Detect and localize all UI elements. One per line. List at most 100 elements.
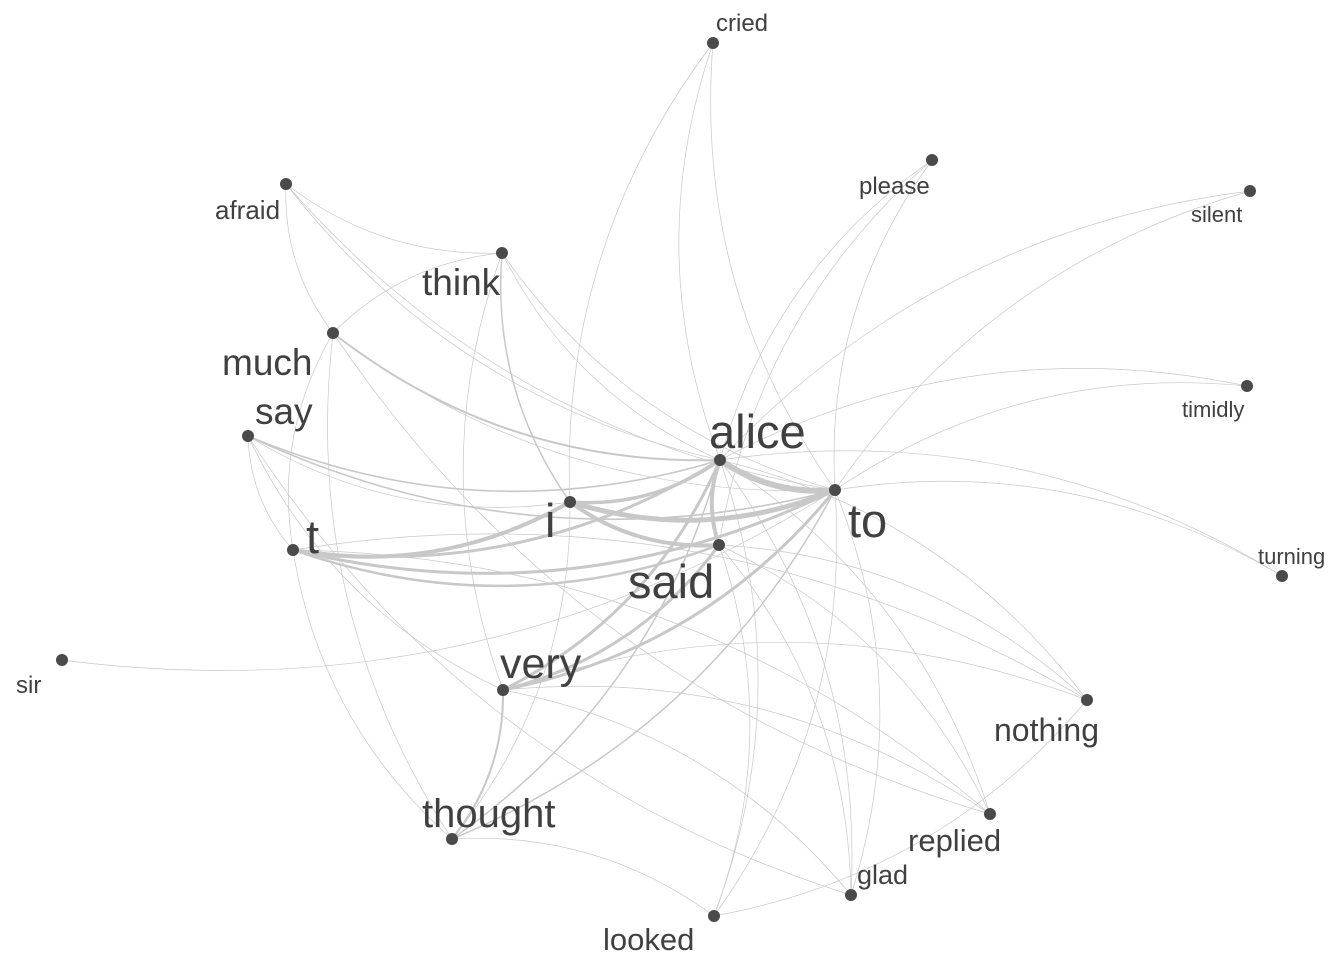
edge-very-alice	[501, 458, 722, 692]
node-afraid	[280, 178, 292, 190]
node-label-nothing: nothing	[994, 712, 1099, 748]
edge-looked-nothing	[713, 699, 1088, 917]
edge-timidly-alice	[719, 368, 1248, 461]
edge-much-thought	[327, 332, 453, 840]
node-think	[496, 247, 508, 259]
edge-much-alice	[332, 332, 721, 462]
edge-much-replied	[332, 332, 991, 815]
node-very	[497, 684, 509, 696]
edge-nothing-alice	[719, 459, 1088, 701]
edge-think-i	[499, 252, 571, 503]
node-cried	[707, 37, 719, 49]
node-much	[327, 327, 339, 339]
edge-cried-i	[568, 42, 714, 503]
edge-turning-alice	[719, 450, 1283, 577]
edge-afraid-think	[285, 183, 503, 254]
edge-much-t	[287, 332, 334, 551]
node-to	[829, 484, 841, 496]
node-label-cried: cried	[716, 10, 768, 37]
edge-looked-said	[713, 544, 751, 917]
edge-i-said	[568, 500, 721, 548]
node-glad	[845, 889, 857, 901]
edge-cried-alice	[678, 42, 721, 461]
edge-glad-alice	[719, 459, 853, 896]
edge-glad-to	[834, 489, 881, 896]
node-label-much: much	[222, 342, 312, 383]
edge-i-to	[567, 487, 838, 523]
edge-please-said	[718, 159, 933, 546]
node-looked	[708, 910, 720, 922]
edge-t-thought	[292, 549, 453, 840]
edge-looked-to	[713, 489, 838, 917]
edge-afraid-alice	[285, 183, 721, 461]
edge-much-to	[332, 332, 836, 492]
edge-say-t	[247, 435, 294, 551]
node-label-think: think	[422, 262, 501, 303]
edge-replied-alice	[719, 459, 991, 815]
node-label-thought: thought	[422, 792, 555, 836]
node-t	[287, 544, 299, 556]
node-replied	[984, 808, 996, 820]
edge-glad-said	[718, 544, 852, 896]
edge-thought-to	[451, 489, 836, 840]
edge-say-i	[247, 435, 571, 508]
edge-timidly-to	[834, 382, 1248, 491]
edge-think-much	[332, 252, 503, 334]
edge-think-alice	[501, 252, 721, 461]
node-label-glad: glad	[857, 860, 908, 890]
node-label-t: t	[306, 510, 319, 563]
edge-think-very	[462, 252, 504, 691]
edges-layer	[61, 42, 1283, 917]
edge-sir-to	[61, 489, 836, 671]
node-label-please: please	[859, 173, 930, 200]
edge-thought-i	[451, 501, 571, 840]
node-sir	[56, 654, 68, 666]
edge-glad-very	[502, 689, 852, 896]
edge-turning-to	[834, 480, 1283, 577]
edge-silent-alice	[719, 190, 1251, 461]
edge-say-very	[247, 435, 504, 691]
node-label-afraid: afraid	[215, 195, 280, 225]
edge-afraid-much	[285, 183, 334, 334]
edge-say-to	[247, 435, 836, 521]
edge-nothing-very	[502, 641, 1088, 701]
node-label-alice: alice	[709, 405, 806, 458]
edge-think-to	[501, 252, 836, 491]
node-label-silent: silent	[1191, 202, 1242, 227]
node-label-to: to	[848, 494, 887, 547]
edge-looked-thought	[451, 837, 715, 917]
edge-say-alice	[247, 435, 721, 493]
node-label-turning: turning	[1258, 544, 1325, 569]
edge-silent-to	[834, 190, 1251, 491]
node-label-timidly: timidly	[1182, 397, 1244, 422]
edge-thought-very	[451, 689, 505, 840]
node-label-said: said	[628, 555, 714, 608]
node-silent	[1244, 185, 1256, 197]
node-say	[242, 430, 254, 442]
edge-very-to	[501, 488, 837, 692]
node-alice	[714, 454, 726, 466]
edge-t-alice	[291, 458, 722, 559]
nodes-layer	[56, 37, 1288, 922]
edge-t-to	[291, 488, 837, 575]
node-nothing	[1081, 694, 1093, 706]
edge-thought-alice	[451, 459, 721, 840]
labels-layer: cried please silent afraid think much say alice…	[16, 10, 1325, 957]
edge-looked-alice	[713, 459, 759, 917]
node-i	[564, 496, 576, 508]
node-turning	[1276, 570, 1288, 582]
edge-replied-said	[718, 544, 991, 815]
edge-please-alice	[719, 159, 933, 461]
edge-replied-t	[292, 549, 991, 815]
edge-nothing-said	[718, 544, 1088, 701]
node-label-very: very	[500, 640, 582, 688]
edge-t-said	[291, 543, 721, 588]
edge-nothing-t	[292, 533, 1088, 701]
node-label-say: say	[255, 391, 313, 432]
node-label-replied: replied	[908, 823, 1001, 858]
edge-say-glad	[247, 435, 852, 896]
node-label-looked: looked	[603, 922, 694, 957]
node-please	[926, 154, 938, 166]
edge-cried-to	[710, 42, 836, 491]
